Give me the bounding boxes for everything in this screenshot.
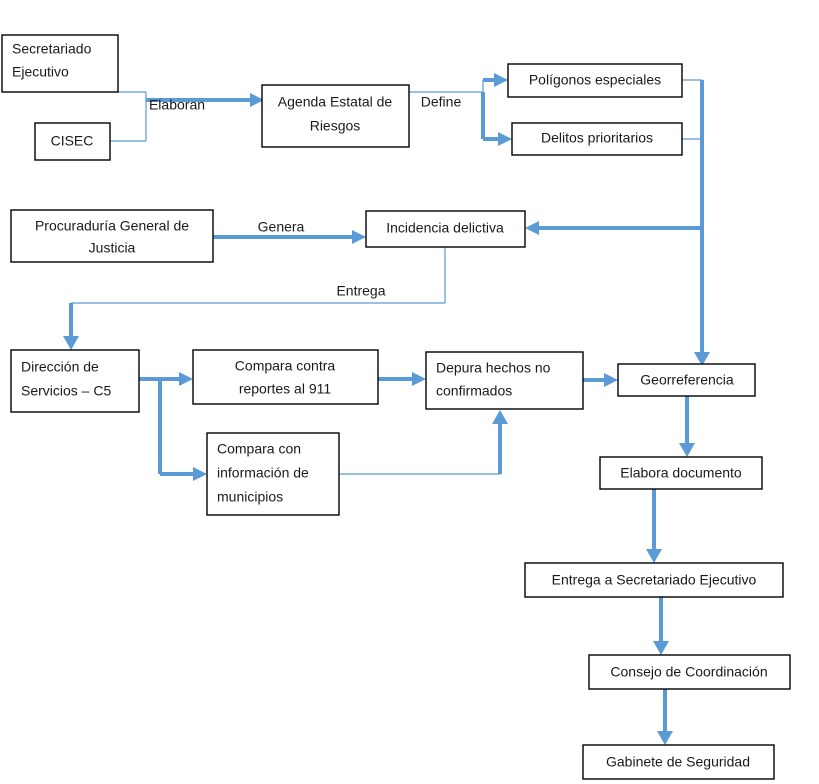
arrowhead-delitos bbox=[498, 132, 512, 146]
connector-elabora-to-entrega bbox=[646, 489, 662, 563]
node-entrega-a-secretariado-ejecutivo[interactable]: Entrega a Secretariado Ejecutivo bbox=[524, 562, 784, 598]
connector-911-to-depura bbox=[378, 372, 426, 386]
node-direccion-de-servicios-c5[interactable]: Dirección de Servicios – C5 bbox=[10, 349, 140, 413]
arrowhead-gabinete bbox=[657, 731, 673, 745]
edge-label-define: Define bbox=[421, 94, 462, 110]
node-box-depura-hechos-no-confirmados bbox=[425, 351, 584, 410]
arrowhead-compara-911 bbox=[179, 372, 193, 386]
node-elabora-documento[interactable]: Elabora documento bbox=[599, 456, 763, 490]
node-consejo-de-coordinacion[interactable]: Consejo de Coordinación bbox=[588, 654, 791, 690]
node-georreferencia[interactable]: Georreferencia bbox=[617, 363, 756, 397]
connector-c5-split bbox=[139, 372, 207, 481]
connector-municipios-to-depura bbox=[339, 410, 508, 475]
node-box-cisec bbox=[34, 122, 111, 161]
node-label-cisec: CISEC bbox=[51, 133, 94, 149]
node-label-compara-911-line1: Compara contra bbox=[235, 358, 336, 374]
node-label-depura-line2: confirmados bbox=[436, 383, 512, 399]
connector-elaboran bbox=[110, 91, 264, 142]
arrowhead-elabora-documento bbox=[679, 443, 695, 457]
arrowhead-agenda bbox=[250, 93, 264, 107]
node-procuraduria-general-de-justicia[interactable]: Procuraduría General de Justicia bbox=[10, 209, 214, 263]
node-label-compara-911-line2: reportes al 911 bbox=[239, 381, 332, 397]
node-box-poligonos-especiales bbox=[507, 63, 683, 98]
node-label-secretariado-ejecutivo-line1: Secretariado bbox=[12, 41, 92, 57]
connector-depura-to-georreferencia bbox=[583, 373, 618, 387]
connector-entrega bbox=[63, 247, 446, 350]
node-label-elabora-documento: Elabora documento bbox=[620, 465, 742, 481]
node-label-compara-mun-line1: Compara con bbox=[217, 441, 301, 457]
connector-define bbox=[409, 73, 512, 146]
arrowhead-incidencia-left bbox=[352, 230, 366, 244]
edge-label-genera: Genera bbox=[258, 219, 305, 235]
node-box-direccion-de-servicios-c5 bbox=[10, 349, 140, 413]
node-label-poligonos-especiales: Polígonos especiales bbox=[529, 72, 661, 88]
node-label-compara-mun-line3: municipios bbox=[217, 489, 283, 505]
node-cisec[interactable]: CISEC bbox=[34, 122, 111, 161]
node-box-incidencia-delictiva bbox=[365, 210, 526, 248]
edge-label-entrega: Entrega bbox=[336, 283, 385, 299]
node-box-gabinete-de-seguridad bbox=[582, 744, 775, 780]
arrowhead-georreferencia-left bbox=[604, 373, 618, 387]
node-label-agenda-line2: Riesgos bbox=[310, 118, 361, 134]
edge-label-elaboran: Elaboran bbox=[149, 97, 205, 113]
node-label-georreferencia: Georreferencia bbox=[640, 372, 734, 388]
node-label-secretariado-ejecutivo-line2: Ejecutivo bbox=[12, 64, 69, 80]
node-compara-contra-reportes-al-911[interactable]: Compara contra reportes al 911 bbox=[192, 349, 379, 405]
arrowhead-incidencia-right bbox=[525, 221, 539, 235]
node-label-consejo-coordinacion: Consejo de Coordinación bbox=[610, 664, 767, 680]
arrowhead-poligonos bbox=[494, 73, 508, 87]
node-secretariado-ejecutivo[interactable]: Secretariado Ejecutivo bbox=[1, 34, 119, 93]
node-poligonos-especiales[interactable]: Polígonos especiales bbox=[507, 63, 683, 98]
arrowhead-depura-bottom bbox=[492, 410, 508, 424]
node-compara-con-informacion-de-municipios[interactable]: Compara con información de municipios bbox=[206, 432, 340, 516]
node-label-delitos-prioritarios: Delitos prioritarios bbox=[541, 130, 653, 146]
arrowhead-georreferencia-top bbox=[694, 352, 710, 366]
node-label-procuraduria-line2: Justicia bbox=[89, 240, 136, 256]
connector-genera bbox=[213, 230, 366, 244]
node-label-agenda-line1: Agenda Estatal de bbox=[278, 94, 393, 110]
arrowhead-compara-municipios bbox=[193, 467, 207, 481]
node-gabinete-de-seguridad[interactable]: Gabinete de Seguridad bbox=[582, 744, 775, 780]
node-label-compara-mun-line2: información de bbox=[217, 465, 309, 481]
node-box-compara-contra-reportes-al-911 bbox=[192, 349, 379, 405]
node-agenda-estatal-de-riesgos[interactable]: Agenda Estatal de Riesgos bbox=[261, 84, 410, 148]
node-label-depura-line1: Depura hechos no bbox=[436, 360, 551, 376]
arrowhead-depura-left bbox=[412, 372, 426, 386]
node-box-procuraduria-general-de-justicia bbox=[10, 209, 214, 263]
node-label-direccion-line1: Dirección de bbox=[21, 359, 99, 375]
connector-rail-to-incidencia bbox=[525, 221, 702, 235]
node-label-incidencia-delictiva: Incidencia delictiva bbox=[386, 220, 504, 236]
connector-georreferencia-to-elabora bbox=[679, 396, 695, 457]
arrowhead-consejo bbox=[653, 641, 669, 655]
node-box-secretariado-ejecutivo bbox=[1, 34, 119, 93]
node-box-compara-con-informacion-de-municipios bbox=[206, 432, 340, 516]
connector-poligonos-delitos-rail bbox=[682, 79, 710, 366]
arrowhead-entrega-secretariado bbox=[646, 549, 662, 563]
node-depura-hechos-no-confirmados[interactable]: Depura hechos no confirmados bbox=[425, 351, 584, 410]
node-label-direccion-line2: Servicios – C5 bbox=[21, 383, 111, 399]
node-box-elabora-documento bbox=[599, 456, 763, 490]
node-label-entrega-secretariado: Entrega a Secretariado Ejecutivo bbox=[552, 572, 757, 588]
node-box-consejo-de-coordinacion bbox=[588, 654, 791, 690]
node-incidencia-delictiva[interactable]: Incidencia delictiva bbox=[365, 210, 526, 248]
connector-entrega-to-consejo bbox=[653, 597, 669, 655]
arrowhead-direccion-c5 bbox=[63, 336, 79, 350]
node-box-delitos-prioritarios bbox=[511, 122, 683, 156]
node-label-procuraduria-line1: Procuraduría General de bbox=[35, 218, 189, 234]
node-label-gabinete-seguridad: Gabinete de Seguridad bbox=[606, 754, 750, 770]
node-box-georreferencia bbox=[617, 363, 756, 397]
connector-consejo-to-gabinete bbox=[657, 689, 673, 745]
node-box-agenda-estatal-de-riesgos bbox=[261, 84, 410, 148]
node-box-entrega-a-secretariado-ejecutivo bbox=[524, 562, 784, 598]
node-delitos-prioritarios[interactable]: Delitos prioritarios bbox=[511, 122, 683, 156]
